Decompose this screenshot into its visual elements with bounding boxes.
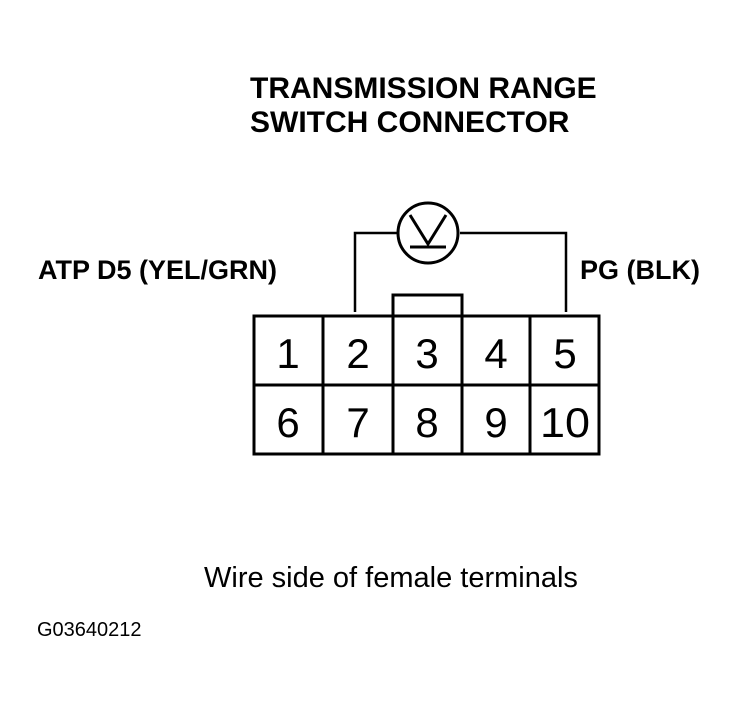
pin-4-label: 4 <box>484 330 507 377</box>
caption: Wire side of female terminals <box>204 562 578 594</box>
diagram-title: TRANSMISSION RANGE SWITCH CONNECTOR <box>250 72 597 140</box>
pin-5-label: 5 <box>553 330 576 377</box>
connector-lock-tab <box>391 293 464 316</box>
title-line-2: SWITCH CONNECTOR <box>250 106 570 139</box>
pin-10-label: 10 <box>540 399 590 446</box>
pin-1-label: 1 <box>276 330 299 377</box>
figure-id: G03640212 <box>37 619 142 641</box>
left-wire-label: ATP D5 (YEL/GRN) <box>38 255 278 285</box>
pin-7-label: 7 <box>346 399 369 446</box>
voltmeter-icon <box>396 201 460 265</box>
pin-6-label: 6 <box>276 399 299 446</box>
pin-9-label: 9 <box>484 399 507 446</box>
pin-3-label: 3 <box>415 330 438 377</box>
left-test-lead <box>353 231 398 312</box>
title-line-1: TRANSMISSION RANGE <box>250 72 597 105</box>
pin-2-label: 2 <box>346 330 369 377</box>
right-wire-label: PG (BLK) <box>580 255 700 285</box>
right-test-lead <box>460 231 568 312</box>
connector-body <box>252 314 601 456</box>
pin-8-label: 8 <box>415 399 438 446</box>
